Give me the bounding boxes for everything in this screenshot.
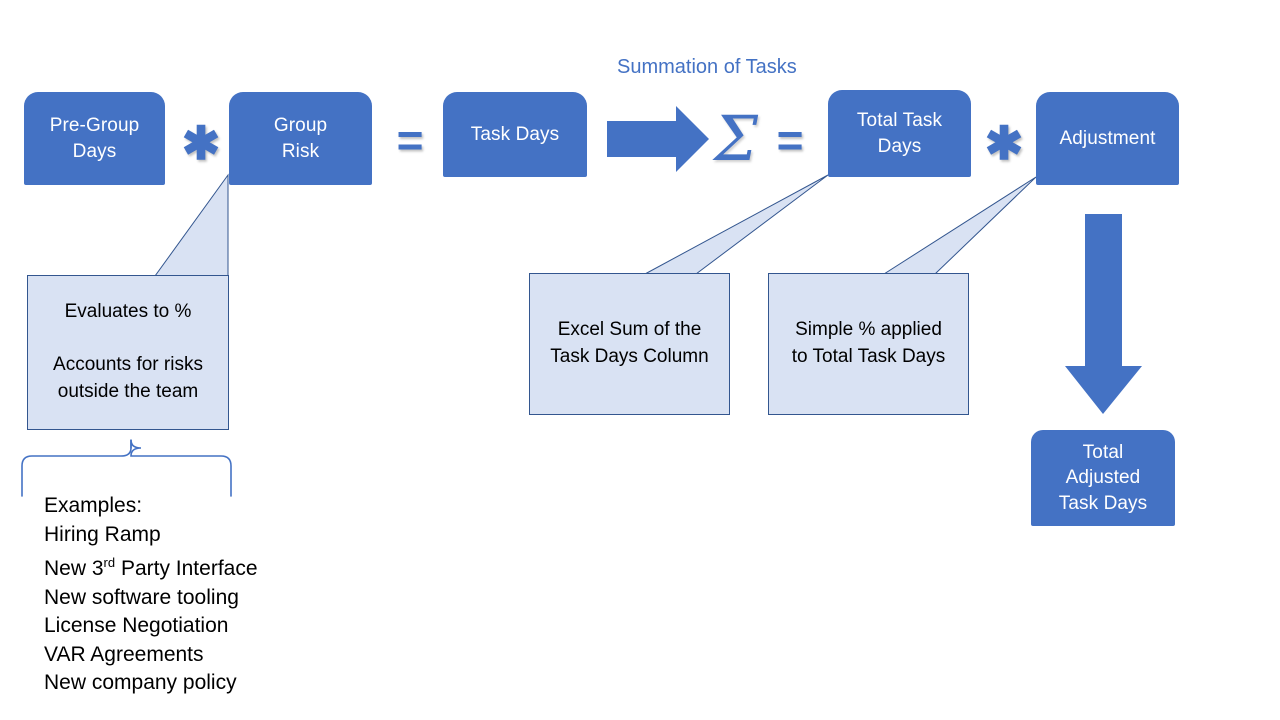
box-total-task-days-line2: Days <box>877 135 922 157</box>
asterisk-icon-2: ✱ <box>984 117 1024 169</box>
box-pre-group-days-line2: Days <box>72 140 117 162</box>
box-total-adjusted-line3: Task Days <box>1058 492 1148 514</box>
list-item-3rd-prefix: New 3 <box>44 557 104 580</box>
box-total-task-days-line1: Total Task <box>856 110 943 132</box>
box-total-task-days[interactable]: Total Task Days <box>828 90 971 177</box>
callout-group-risk: Evaluates to % Accounts for risks outsid… <box>27 275 229 430</box>
list-item-3rd-suffix: Party Interface <box>115 557 258 580</box>
asterisk-icon: ✱ <box>181 117 221 169</box>
callout-total-task-days-line1: Excel Sum of the <box>557 319 702 341</box>
list-item: Hiring Ramp <box>44 522 161 546</box>
examples-list: Examples: Hiring Ramp New 3rd Party Inte… <box>44 492 464 698</box>
sigma-summation-icon: Σ <box>714 102 758 175</box>
callout-group-risk-line3: outside the team <box>57 380 199 402</box>
box-pre-group-days-line1: Pre-Group <box>49 115 140 137</box>
box-total-adjusted-line1: Total <box>1082 442 1124 464</box>
callout-group-risk-line1: Evaluates to % <box>64 301 192 323</box>
callout-tail-adjustment <box>882 176 1037 275</box>
callout-adjustment-line1: Simple % applied <box>795 319 942 341</box>
box-total-adjusted-task-days[interactable]: Total Adjusted Task Days <box>1031 430 1175 526</box>
block-right-arrow-icon <box>607 106 709 172</box>
callout-total-task-days: Excel Sum of the Task Days Column <box>529 273 730 415</box>
box-group-risk[interactable]: Group Risk <box>229 92 372 185</box>
callout-tail-total-task-days <box>644 174 829 275</box>
list-item: VAR Agreements <box>44 642 204 666</box>
examples-heading: Examples: <box>44 494 143 517</box>
list-item: License Negotiation <box>44 614 229 637</box>
callout-tail-group-risk <box>154 173 229 277</box>
box-total-adjusted-line2: Adjusted <box>1065 467 1141 489</box>
box-adjustment[interactable]: Adjustment <box>1036 92 1179 185</box>
callout-total-task-days-line2: Task Days Column <box>550 346 709 367</box>
equals-icon-2: = <box>776 114 804 166</box>
box-adjustment-label: Adjustment <box>1059 127 1156 149</box>
list-item: New company policy <box>44 671 237 694</box>
box-group-risk-line2: Risk <box>281 140 320 162</box>
box-pre-group-days[interactable]: Pre-Group Days <box>24 92 165 185</box>
list-item: New software tooling <box>44 585 239 609</box>
block-down-arrow-icon <box>1065 214 1142 414</box>
list-item-3rd-sup: rd <box>103 555 116 570</box>
equals-icon-1: = <box>396 114 424 166</box>
box-group-risk-line1: Group <box>273 115 328 137</box>
curly-brace-icon <box>21 439 232 497</box>
box-task-days[interactable]: Task Days <box>443 92 587 177</box>
callout-adjustment: Simple % applied to Total Task Days <box>768 273 969 415</box>
box-task-days-label: Task Days <box>470 123 560 145</box>
list-item: New 3rd Party Interface <box>44 549 464 584</box>
callout-adjustment-line2: to Total Task Days <box>791 346 946 367</box>
diagram-title: Summation of Tasks <box>617 56 797 78</box>
callout-group-risk-line2: Accounts for risks <box>53 354 203 376</box>
